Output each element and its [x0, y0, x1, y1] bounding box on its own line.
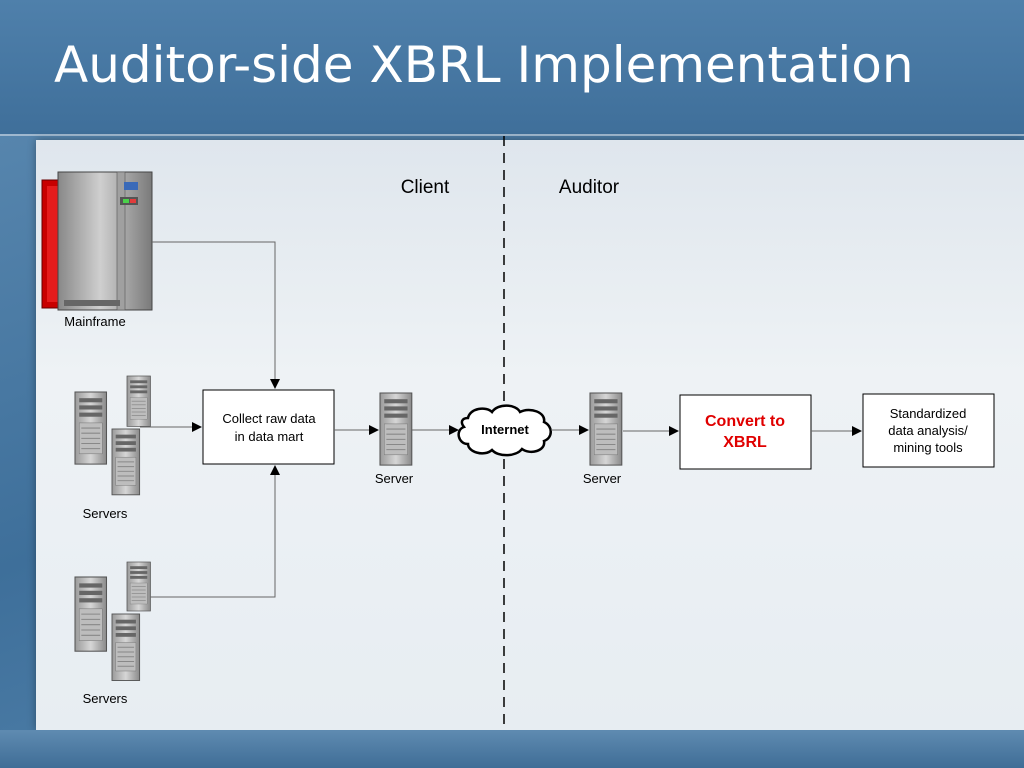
convert-line-1: Convert to [705, 413, 785, 430]
tools-line-2: data analysis/ [888, 423, 968, 438]
client-server-icon [379, 392, 413, 466]
tools-line-3: mining tools [893, 440, 963, 455]
servers-top-icon [74, 375, 151, 496]
collect-line-2: in data mart [235, 429, 304, 444]
auditor-server-label: Server [583, 471, 622, 486]
collect-line-1: Collect raw data [222, 411, 316, 426]
internet-label: Internet [481, 422, 529, 437]
collect-data-box [202, 389, 335, 465]
servers-bottom-to-collect-connector [150, 465, 280, 598]
client-zone-label: Client [401, 177, 450, 198]
servers-top-label: Servers [83, 506, 128, 521]
servers-bottom-label: Servers [83, 691, 128, 706]
slide-footer-band [0, 730, 1024, 768]
tools-line-1: Standardized [890, 406, 967, 421]
client-server-label: Server [375, 471, 414, 486]
mainframe-label: Mainframe [64, 314, 125, 329]
slide-title: Auditor-side XBRL Implementation [54, 36, 914, 94]
analysis-tools-box [862, 393, 995, 468]
auditor-server-icon [589, 392, 623, 466]
convert-line-2: XBRL [723, 434, 767, 451]
convert-xbrl-box [679, 394, 812, 470]
servers-bottom-icon [74, 561, 151, 681]
mainframe-to-collect-connector [152, 241, 280, 389]
mainframe-icon [41, 171, 153, 311]
title-bar [0, 0, 1024, 136]
auditor-zone-label: Auditor [559, 177, 620, 198]
internet-cloud-icon [457, 404, 552, 457]
